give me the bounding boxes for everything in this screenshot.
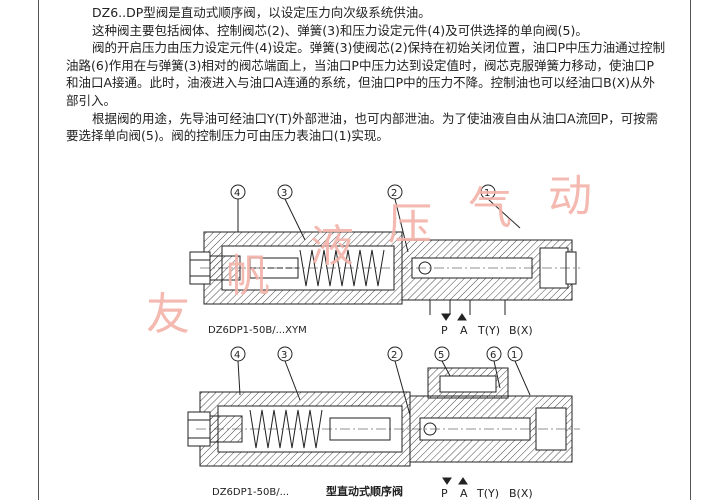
svg-text:5: 5 <box>438 350 444 361</box>
bottom-callout-numbers: 4 3 2 5 6 1 <box>234 350 517 361</box>
left-border-line <box>38 0 39 500</box>
svg-text:A: A <box>460 324 468 337</box>
svg-text:4: 4 <box>234 188 240 199</box>
svg-text:2: 2 <box>391 350 397 361</box>
paragraph-4: 根据阀的用途，先导油可经油口Y(T)外部泄油，也可内部泄油。为了使油液自由从油口… <box>66 110 659 144</box>
svg-text:T(Y): T(Y) <box>476 487 499 500</box>
svg-text:P: P <box>441 324 448 337</box>
watermark-char-6: 动 <box>548 171 592 222</box>
paragraph-3: 阀的开启压力由压力设定元件(4)设定。弹簧(3)使阀芯(2)保持在初始关闭位置，… <box>66 40 666 108</box>
bottom-model-label: DZ6DP1-50B/... <box>212 487 289 498</box>
paragraph-1: DZ6..DP型阀是直动式顺序阀，以设定压力向次级系统供油。 <box>92 5 431 20</box>
bottom-caption: 型直动式顺序阀 <box>326 484 403 498</box>
bottom-port-labels: P A T(Y) B(X) <box>441 487 533 500</box>
svg-text:3: 3 <box>281 188 287 199</box>
svg-text:4: 4 <box>234 350 240 361</box>
svg-text:B(X): B(X) <box>509 324 533 337</box>
watermark-char-3: 液 <box>310 221 354 272</box>
description-text: DZ6..DP型阀是直动式顺序阀，以设定压力向次级系统供油。 这种阀主要包括阀体… <box>66 4 666 145</box>
svg-text:3: 3 <box>281 350 287 361</box>
svg-text:1: 1 <box>511 350 517 361</box>
svg-text:1: 1 <box>484 188 490 199</box>
svg-text:A: A <box>460 487 468 500</box>
watermark-char-2: 帆 <box>226 251 270 302</box>
svg-text:B(X): B(X) <box>509 487 533 500</box>
top-model-label: DZ6DP1-50B/...XYM <box>208 325 307 336</box>
top-valve-drawing <box>189 184 580 321</box>
right-border-line <box>690 0 691 500</box>
top-port-labels: P A T(Y) B(X) <box>441 324 533 337</box>
paragraph-2: 这种阀主要包括阀体、控制阀芯(2)、弹簧(3)和压力设定元件(4)及可供选择的单… <box>92 22 588 38</box>
bottom-valve-drawing <box>187 346 580 485</box>
svg-text:T(Y): T(Y) <box>477 324 500 337</box>
svg-text:2: 2 <box>391 188 397 199</box>
top-callout-numbers: 4 3 2 1 <box>234 188 490 199</box>
watermark-char-5: 气 <box>468 183 512 234</box>
watermark-char-4: 压 <box>388 199 432 250</box>
svg-text:6: 6 <box>490 350 496 361</box>
svg-text:P: P <box>441 487 448 500</box>
watermark-char-1: 友 <box>146 289 190 340</box>
